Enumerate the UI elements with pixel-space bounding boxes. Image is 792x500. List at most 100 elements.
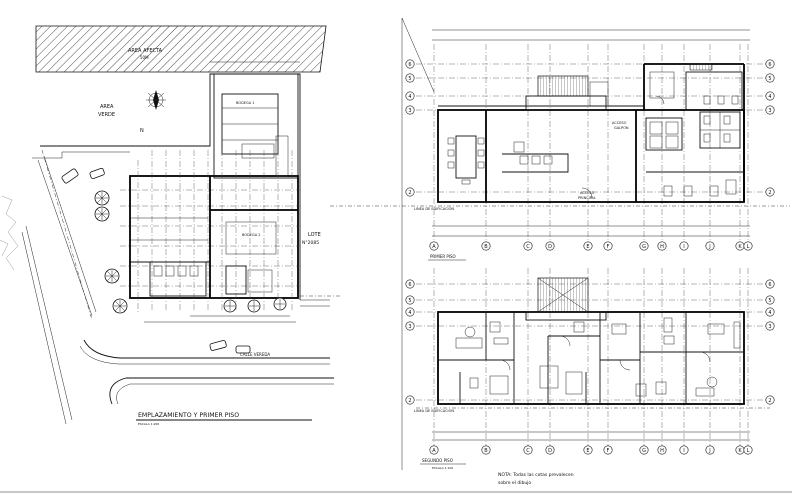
svg-text:B: B xyxy=(484,244,488,250)
svg-text:5: 5 xyxy=(768,298,771,304)
second-floor-row-bubble-right: 3 xyxy=(765,321,775,331)
svg-text:F: F xyxy=(607,244,610,250)
second-floor-title: SEGUNDO PISO xyxy=(422,458,453,463)
svg-text:K: K xyxy=(738,244,742,250)
second-floor-column-bubble: H xyxy=(657,445,667,455)
first-floor-row-bubble-right: 4 xyxy=(765,91,775,101)
first-floor-column-bubble: B xyxy=(481,241,491,251)
svg-text:C: C xyxy=(526,448,530,454)
svg-text:I: I xyxy=(683,244,684,250)
second-floor-column-bubble: D xyxy=(545,445,555,455)
svg-text:K: K xyxy=(738,448,742,454)
svg-text:3: 3 xyxy=(408,108,411,114)
second-floor-column-bubble: C xyxy=(523,445,533,455)
svg-text:2: 2 xyxy=(768,190,771,196)
svg-text:6: 6 xyxy=(768,62,771,68)
area-afecta-label: AREA AFECTA xyxy=(128,48,163,54)
bodega-2-label: BODEGA 2 xyxy=(242,233,260,237)
first-floor-column-bubble: H xyxy=(657,241,667,251)
svg-text:F: F xyxy=(607,448,610,454)
first-floor-row-bubble-right: 3 xyxy=(765,105,775,115)
second-floor-scale: ESCALA 1:100 xyxy=(432,466,453,470)
second-floor-column-bubble: A xyxy=(429,445,439,455)
first-floor-row-bubble-left: 3 xyxy=(405,105,415,115)
acceso-principal-label-1: ACCESO xyxy=(580,191,595,195)
first-floor-row-bubble-right: 2 xyxy=(765,187,775,197)
linea-edificacion-label-2: LINEA DE EDIFICACION xyxy=(414,409,454,413)
first-floor-column-bubble: C xyxy=(523,241,533,251)
svg-text:6: 6 xyxy=(408,62,411,68)
svg-text:6: 6 xyxy=(768,282,771,288)
first-floor-column-bubble: L xyxy=(743,241,753,251)
svg-text:4: 4 xyxy=(408,310,411,316)
svg-text:H: H xyxy=(660,448,664,454)
svg-text:A: A xyxy=(432,448,436,454)
second-floor-column-bubble: F xyxy=(603,445,613,455)
svg-text:5: 5 xyxy=(768,76,771,82)
first-floor-plan: ACCESO GALPON ACCESO PRINCIPAL LINEA DE … xyxy=(330,17,790,470)
first-floor-row-bubble-left: 6 xyxy=(405,59,415,69)
note-line-2: sobre el dibujo xyxy=(498,480,531,486)
first-floor-column-bubble: G xyxy=(639,241,649,251)
first-floor-row-bubble-right: 5 xyxy=(765,73,775,83)
svg-text:E: E xyxy=(586,244,589,250)
svg-text:2: 2 xyxy=(408,398,411,404)
svg-text:J: J xyxy=(708,448,710,454)
area-afecta-sub-label: 50M xyxy=(140,55,149,60)
svg-text:6: 6 xyxy=(408,282,411,288)
svg-text:2: 2 xyxy=(408,190,411,196)
second-floor-row-bubble-right: 2 xyxy=(765,395,775,405)
svg-text:2: 2 xyxy=(768,398,771,404)
bodega-1-label: BODEGA 1 xyxy=(236,101,254,105)
calle-label: CALLE VEREDA xyxy=(240,352,270,357)
bodega-1-block xyxy=(213,73,299,179)
svg-text:E: E xyxy=(586,448,589,454)
second-floor-row-bubble-left: 2 xyxy=(405,395,415,405)
site-plan-title: EMPLAZAMIENTO Y PRIMER PISO xyxy=(138,412,239,419)
second-floor-row-bubble-right: 5 xyxy=(765,295,775,305)
second-floor-row-bubble-left: 4 xyxy=(405,307,415,317)
affected-area-hatch xyxy=(35,25,327,73)
acceso-principal-label-2: PRINCIPAL xyxy=(578,196,596,200)
svg-text:C: C xyxy=(526,244,530,250)
svg-text:3: 3 xyxy=(768,324,771,330)
second-floor-column-bubble: J xyxy=(705,445,715,455)
first-floor-row-bubble-left: 5 xyxy=(405,73,415,83)
svg-text:4: 4 xyxy=(408,94,411,100)
tree-symbols xyxy=(94,190,287,314)
site-plan-scale: ESCALA 1:200 xyxy=(138,422,159,426)
svg-text:3: 3 xyxy=(768,108,771,114)
second-floor-row-bubble-left: 5 xyxy=(405,295,415,305)
north-label: N xyxy=(140,128,144,134)
first-floor-row-bubbles: 6 6 5 5 4 4 3 3 2 2 xyxy=(405,59,775,197)
svg-text:3: 3 xyxy=(408,324,411,330)
second-floor-column-bubble: G xyxy=(639,445,649,455)
first-floor-column-bubble: E xyxy=(583,241,593,251)
acceso-galpon-label-2: GALPON xyxy=(614,126,629,130)
first-floor-column-bubble: K xyxy=(735,241,745,251)
second-floor-column-bubble: I xyxy=(679,445,689,455)
svg-text:5: 5 xyxy=(408,76,411,82)
svg-text:D: D xyxy=(548,448,552,454)
second-floor-row-bubble-right: 4 xyxy=(765,307,775,317)
svg-text:G: G xyxy=(642,244,646,250)
svg-text:5: 5 xyxy=(408,298,411,304)
acceso-galpon-label-1: ACCESO xyxy=(612,121,627,125)
second-floor-row-bubble-left: 3 xyxy=(405,321,415,331)
svg-text:4: 4 xyxy=(768,310,771,316)
site-plan: AREA AFECTA 50M xyxy=(0,25,792,493)
svg-text:J: J xyxy=(708,244,710,250)
lote-label-1: LOTE xyxy=(308,232,321,238)
car-symbols xyxy=(61,167,251,354)
linea-edificacion-label-1: LINEA DE EDIFICACION xyxy=(414,207,454,211)
svg-text:A: A xyxy=(432,244,436,250)
second-floor-column-bubble: L xyxy=(743,445,753,455)
svg-text:G: G xyxy=(642,448,646,454)
first-floor-title: PRIMER PISO xyxy=(430,254,456,259)
first-floor-row-bubble-right: 6 xyxy=(765,59,775,69)
second-floor-column-bubble: K xyxy=(735,445,745,455)
svg-text:L: L xyxy=(747,244,750,250)
first-floor-row-bubble-left: 2 xyxy=(405,187,415,197)
